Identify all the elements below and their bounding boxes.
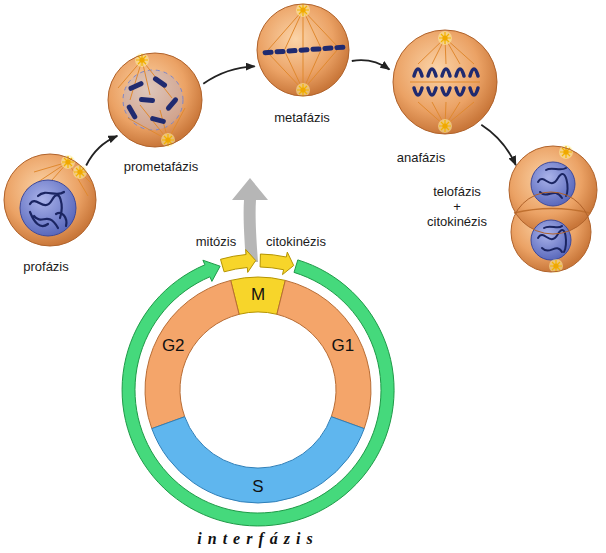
chromosome: [152, 75, 168, 88]
stage-label: profázis: [23, 259, 69, 274]
centrosome: [438, 119, 452, 133]
chromosome: [165, 96, 179, 111]
cytokinesis-arrow-outline: [260, 248, 298, 278]
cell-membrane: [4, 154, 96, 246]
nucleus: [531, 220, 571, 260]
cytokinesis-arrow-shape: [260, 252, 294, 275]
cell-body: [108, 53, 202, 147]
chromosome: [150, 116, 167, 125]
chromosome: [322, 45, 333, 51]
stage-label: prometafázis: [124, 159, 198, 174]
chromatin: [30, 192, 66, 228]
metaphase-plate: [262, 45, 345, 56]
centrosome: [296, 83, 310, 97]
m-phase-segment-shape: [231, 277, 286, 314]
spindle-fibers: [118, 60, 185, 140]
chromosome: [274, 49, 285, 55]
chromosome: [126, 104, 138, 120]
interphase-band: interfázis: [116, 254, 400, 532]
prometaphase-cell-outline: [108, 53, 202, 147]
chromosome: [298, 47, 309, 53]
chromosome: [262, 50, 273, 56]
mitosis-arrow-shape: [221, 250, 256, 273]
chromosome: [139, 97, 155, 103]
chromatids-down: [414, 88, 478, 95]
chromosome: [334, 45, 345, 51]
phase-label: G2: [162, 335, 185, 354]
cell-body: [4, 154, 96, 246]
phase-label: citokinézis: [266, 234, 326, 249]
stage-arrow: [203, 66, 254, 83]
nuclear-envelope-remnant: [123, 70, 183, 130]
chromatin: [538, 226, 566, 252]
cell-body: [257, 4, 349, 96]
cell-membrane: [509, 146, 597, 234]
nucleus: [20, 180, 76, 236]
mitosis-arrow: mitózis: [218, 248, 256, 278]
cell-membrane: [108, 53, 202, 147]
phase-label: M: [251, 285, 265, 304]
centrosome: [438, 31, 452, 45]
phase-label: interfázis: [197, 530, 318, 548]
spindle-fibers: [268, 10, 338, 90]
stage-label: telofázis + citokinézis: [427, 184, 487, 229]
spindle-fibers: [410, 38, 480, 126]
g1-phase-segment-outline: [275, 274, 377, 431]
cell-body: [393, 30, 497, 134]
cell-membrane: [257, 4, 349, 96]
stage-arrow: [86, 136, 117, 166]
prophase-cell-outline: [4, 154, 96, 246]
stage-arrow: [352, 60, 390, 69]
phase-label: G1: [331, 335, 354, 354]
nucleus: [531, 162, 575, 206]
centrosome: [73, 165, 87, 179]
anaphase-cell: anafázis: [393, 30, 497, 134]
stage-label: anafázis: [397, 150, 445, 165]
cytokinesis-arrow: citokinézis: [260, 248, 298, 278]
metaphase-cell: metafázis: [257, 4, 349, 96]
interphase-band-outline: [116, 254, 400, 532]
cleavage-furrow: [514, 209, 590, 214]
cell-membrane: [511, 192, 591, 272]
prometaphase-cell: prometafázis: [108, 53, 202, 147]
chromosome: [310, 46, 321, 52]
telophase-cells-outline: [509, 146, 597, 272]
chromatids-up: [414, 69, 478, 76]
g2-phase-segment-outline: [139, 274, 241, 431]
phase-label: S: [252, 477, 263, 496]
prophase-cell: profázis: [4, 154, 96, 246]
interphase-band-shape: [122, 260, 394, 526]
cell-membrane: [393, 30, 497, 134]
telophase-cells: telofázis + citokinézis: [509, 146, 597, 272]
stage-label: metafázis: [274, 110, 330, 125]
g2-phase-segment: G2: [139, 274, 241, 431]
anaphase-cell-outline: [393, 30, 497, 134]
g1-phase-segment: G1: [275, 274, 377, 431]
phase-label: mitózis: [196, 234, 236, 249]
zoom-arrow: [232, 178, 268, 262]
centrosome: [61, 155, 75, 169]
chromosome: [286, 48, 297, 54]
mitosis-arrow-outline: [218, 248, 256, 278]
chromosome: [128, 80, 145, 91]
metaphase-cell-outline: [257, 4, 349, 96]
centrosome: [296, 3, 310, 17]
stage-arrow: [481, 125, 516, 166]
